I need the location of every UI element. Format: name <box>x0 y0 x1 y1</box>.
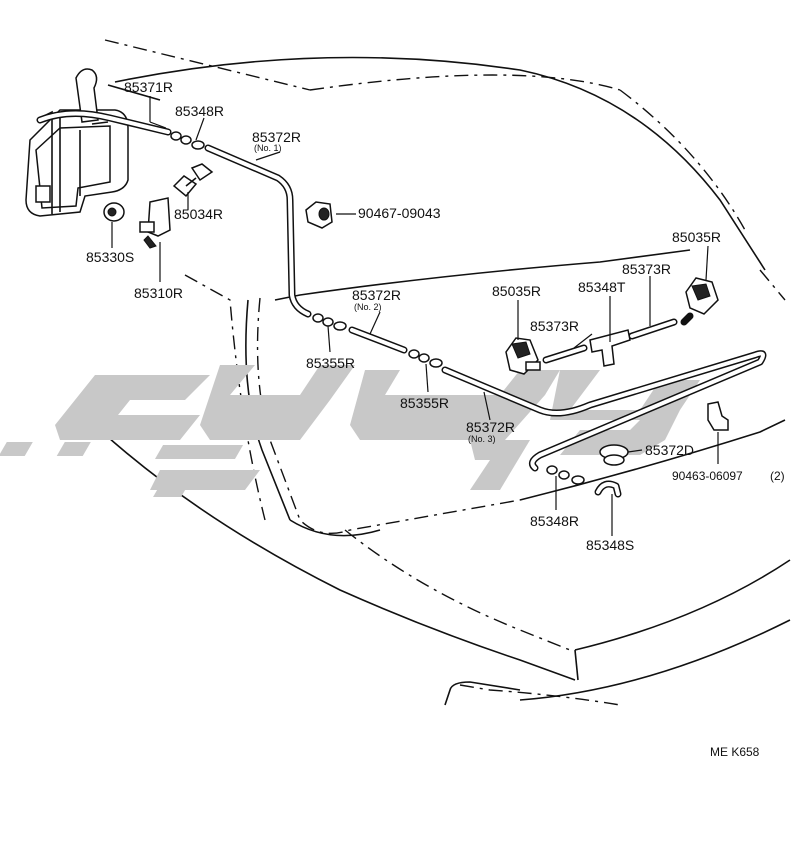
diagram-code: ME K658 <box>710 745 760 759</box>
label-85372r-no1-note: (No. 1) <box>254 143 282 153</box>
tee-joint-85348t <box>589 329 631 367</box>
label-85355r-1: 85355R <box>306 355 355 371</box>
label-85372r-no2: 85372R <box>352 287 401 303</box>
clip-90467-09043 <box>305 201 333 229</box>
label-85355r-2: 85355R <box>400 395 449 411</box>
label-90463-06097-qty: (2) <box>770 469 785 483</box>
label-85330s: 85330S <box>86 249 134 265</box>
hose-85372r-no3 <box>441 350 767 472</box>
grommet-85372d <box>599 444 629 466</box>
label-85348t: 85348T <box>578 279 626 295</box>
washer-nozzle-85035r-right <box>680 277 719 326</box>
washer-reservoir <box>25 68 129 217</box>
washer-pump <box>139 197 171 249</box>
watermark-logo <box>0 365 700 497</box>
washer-cap-85330s <box>103 202 125 222</box>
check-valve-85355r-2 <box>408 349 443 368</box>
label-85348r-bottom: 85348R <box>530 513 579 529</box>
label-85372r-no1: 85372R <box>252 129 301 145</box>
label-85310r: 85310R <box>134 285 183 301</box>
label-90463-06097: 90463-06097 <box>672 469 743 483</box>
part-labels: 85371R 85348R 85372R (No. 1) 90467-09043… <box>86 79 785 759</box>
label-85372d: 85372D <box>645 442 694 458</box>
label-90467-09043: 90467-09043 <box>358 205 441 221</box>
elbow-85348s <box>594 480 622 498</box>
hose-85372r-no1 <box>204 144 312 318</box>
joint-85348r-bottom <box>546 465 585 485</box>
hose-85373r-left <box>542 344 588 364</box>
label-85373r-right: 85373R <box>622 261 671 277</box>
label-85034r: 85034R <box>174 206 223 222</box>
hose-85371r <box>36 109 172 136</box>
label-85372r-no3-note: (No. 3) <box>468 434 496 444</box>
pump-connector-85034r <box>172 163 214 198</box>
label-85372r-no2-note: (No. 2) <box>354 302 382 312</box>
check-valve-85355r-1 <box>312 313 347 331</box>
label-85371r: 85371R <box>124 79 173 95</box>
label-85348r-top: 85348R <box>175 103 224 119</box>
leader-lines <box>111 96 719 536</box>
joint-85348r-top <box>170 131 205 150</box>
label-85348s: 85348S <box>586 537 634 553</box>
washer-nozzle-85035r-left <box>505 337 541 375</box>
hose-85373r-right <box>628 318 678 340</box>
hose-85372r-no2 <box>348 326 408 354</box>
label-85373r-left: 85373R <box>530 318 579 334</box>
label-85035r-right: 85035R <box>672 229 721 245</box>
label-85035r-left: 85035R <box>492 283 541 299</box>
clip-90463-06097 <box>707 401 729 431</box>
label-85372r-no3: 85372R <box>466 419 515 435</box>
